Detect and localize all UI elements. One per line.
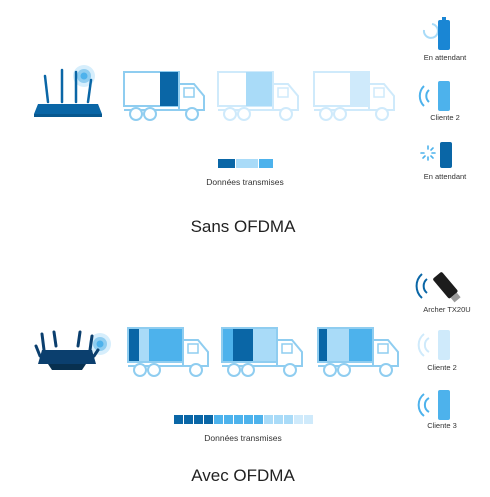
usb-adapter-icon xyxy=(415,272,461,303)
device-label: En attendant xyxy=(423,172,467,181)
device-label: En attendant xyxy=(423,53,467,62)
router-icon xyxy=(34,65,102,117)
device-label: Cliente 2 xyxy=(430,113,460,122)
truck-icon xyxy=(317,327,399,377)
data-block xyxy=(223,329,233,361)
phone-receiving-icon xyxy=(418,81,450,111)
legend-caption: Données transmises xyxy=(204,433,282,443)
data-block xyxy=(149,329,182,361)
data-block xyxy=(349,329,372,361)
section-title: Sans OFDMA xyxy=(190,217,296,236)
device-label: Cliente 2 xyxy=(427,363,457,372)
data-block xyxy=(246,72,272,106)
truck-icon xyxy=(127,327,209,377)
data-block xyxy=(327,329,349,361)
data-block xyxy=(233,329,253,361)
device-label: Archer TX20U xyxy=(423,305,471,314)
router-icon xyxy=(34,330,111,370)
data-block xyxy=(319,329,327,361)
truck-icon xyxy=(221,327,303,377)
data-block xyxy=(253,329,276,361)
section-title: Avec OFDMA xyxy=(191,466,295,485)
data-legend-bar xyxy=(174,415,313,424)
data-block xyxy=(129,329,139,361)
phone-waiting-icon xyxy=(420,142,452,168)
legend-caption: Données transmises xyxy=(206,177,284,187)
truck-icon xyxy=(217,71,299,121)
data-block xyxy=(350,72,368,106)
phone-receiving-icon xyxy=(417,330,450,360)
data-block xyxy=(160,72,178,106)
device-label: Cliente 3 xyxy=(427,421,457,430)
phone-receiving-icon xyxy=(417,390,450,420)
truck-icon xyxy=(313,71,395,121)
data-legend-bar xyxy=(218,159,273,168)
data-block xyxy=(139,329,149,361)
truck-icon xyxy=(123,71,205,121)
phone-waiting-icon xyxy=(422,17,450,50)
